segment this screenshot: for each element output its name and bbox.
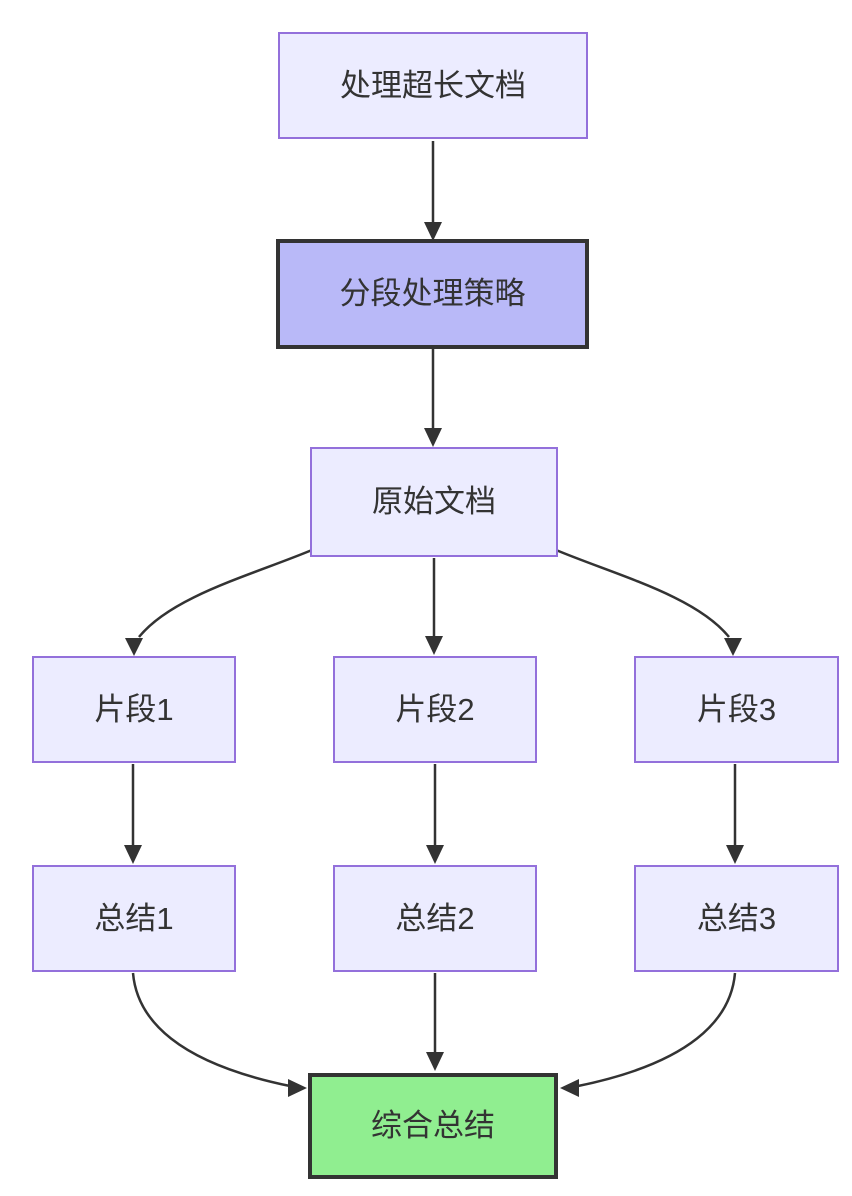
arrowhead-right-icon <box>288 1079 307 1097</box>
node-fragment-3: 片段3 <box>634 656 839 763</box>
arrowhead-down-icon <box>724 638 742 656</box>
node-process-long-document: 处理超长文档 <box>278 32 588 139</box>
node-label: 总结2 <box>395 900 475 936</box>
node-label: 片段1 <box>94 691 174 727</box>
edge-e3-f <box>560 972 737 1097</box>
node-label: 总结3 <box>696 900 777 936</box>
edge-c-d2 <box>425 558 443 655</box>
arrowhead-down-icon <box>425 636 443 655</box>
node-comprehensive-summary: 综合总结 <box>308 1073 558 1179</box>
edge-c-d3 <box>555 548 742 656</box>
arrowhead-down-icon <box>424 428 442 447</box>
node-original-document: 原始文档 <box>310 447 558 557</box>
edge-c-d1 <box>125 548 313 656</box>
node-segmented-processing-strategy: 分段处理策略 <box>276 239 589 349</box>
node-label: 总结1 <box>94 900 174 936</box>
node-summary-1: 总结1 <box>32 865 236 972</box>
arrowhead-down-icon <box>124 845 142 864</box>
node-summary-2: 总结2 <box>333 865 537 972</box>
edge-e2-f <box>426 973 444 1071</box>
arrowhead-down-icon <box>426 845 444 864</box>
edge-e1-f <box>131 972 307 1097</box>
edge-d2-e2 <box>426 764 444 864</box>
node-summary-3: 总结3 <box>634 865 839 972</box>
edge-a-b <box>424 141 442 241</box>
arrowhead-down-icon <box>426 1052 444 1071</box>
edge-d1-e1 <box>124 764 142 864</box>
node-label: 综合总结 <box>371 1108 495 1144</box>
arrowhead-down-icon <box>125 638 143 656</box>
node-label: 分段处理策略 <box>339 276 526 312</box>
edge-b-c <box>424 349 442 447</box>
node-label: 片段2 <box>395 691 475 727</box>
node-label: 片段3 <box>696 691 777 727</box>
node-label: 原始文档 <box>372 484 496 520</box>
arrowhead-down-icon <box>726 845 744 864</box>
node-fragment-1: 片段1 <box>32 656 236 763</box>
edge-d3-e3 <box>726 764 744 864</box>
node-fragment-2: 片段2 <box>333 656 537 763</box>
node-label: 处理超长文档 <box>340 67 526 103</box>
arrowhead-left-icon <box>560 1079 579 1097</box>
